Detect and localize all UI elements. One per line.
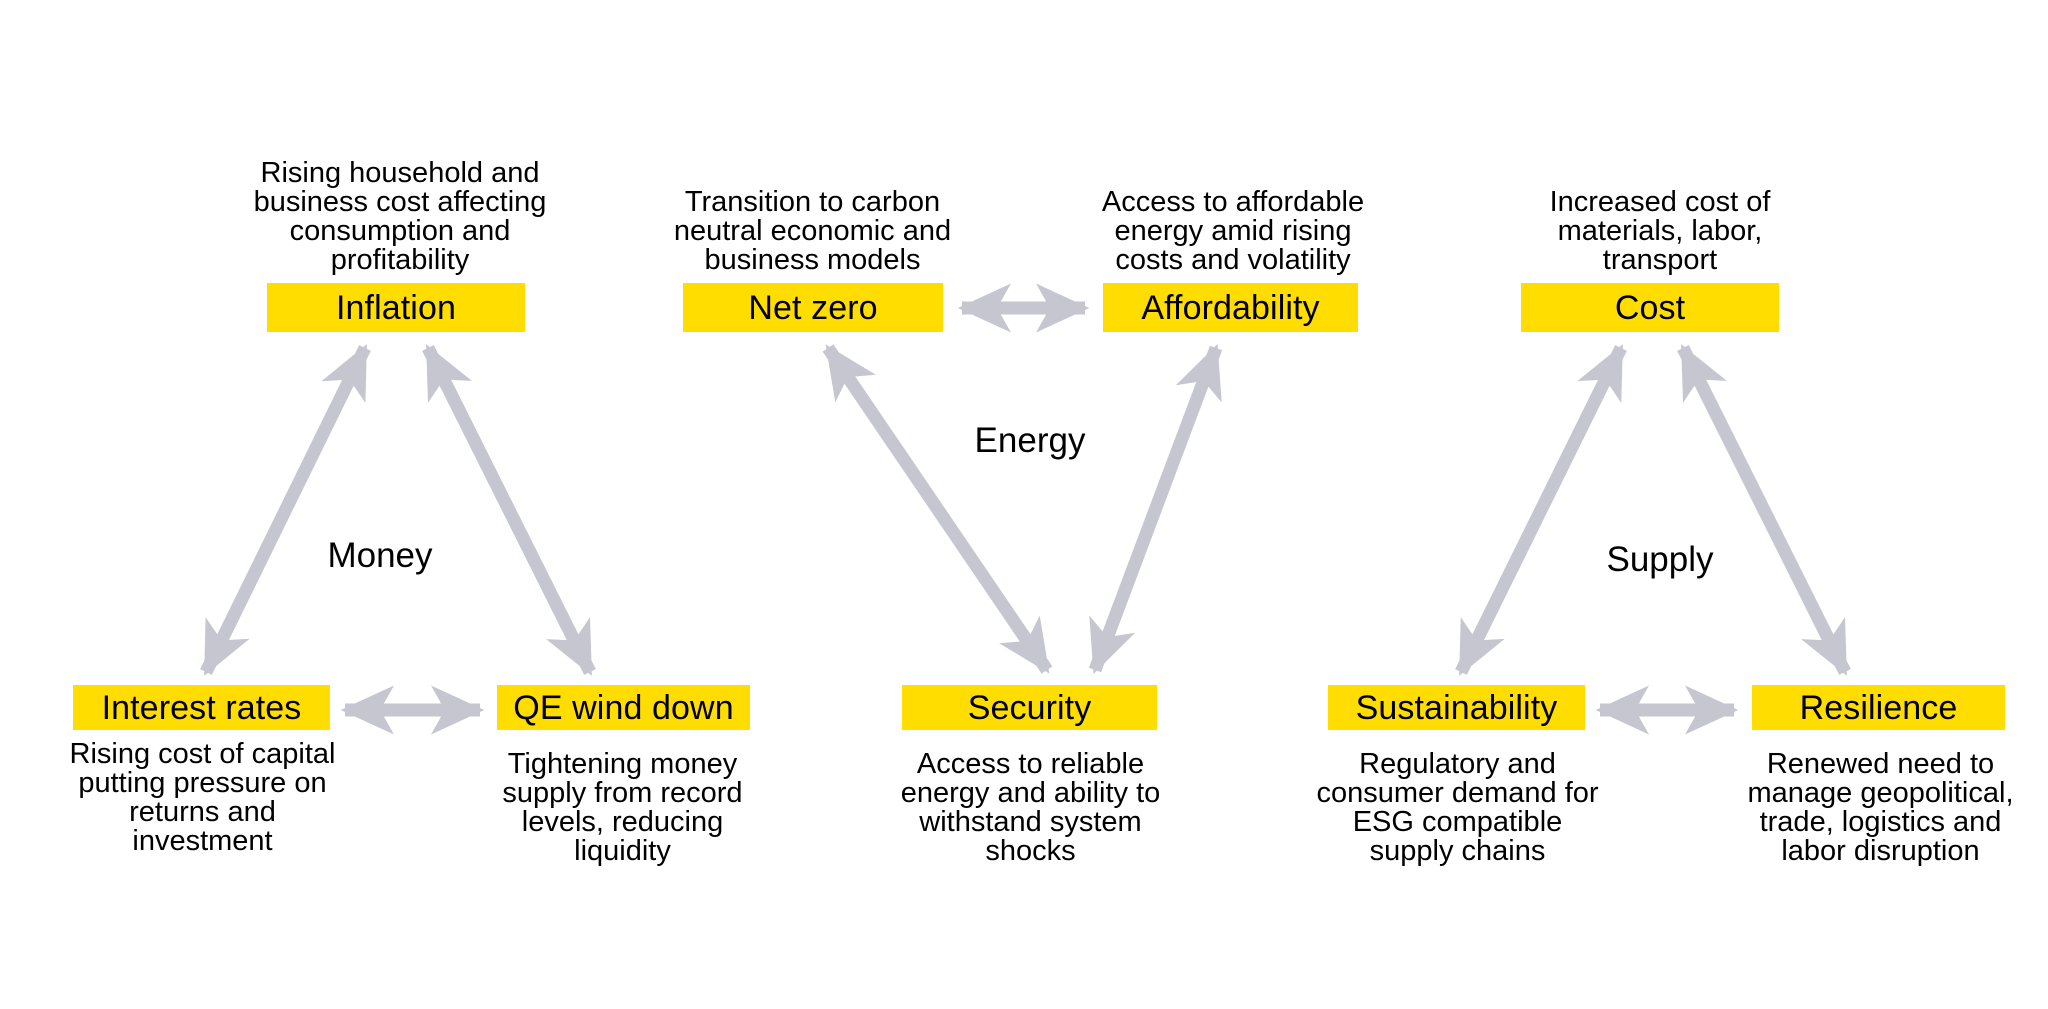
affordability-description: Access to affordable energy amid rising … xyxy=(1098,120,1368,275)
arrow-security-affordability xyxy=(1088,344,1223,674)
node-net-zero[interactable]: Net zero xyxy=(683,283,943,332)
sustainability-description: Regulatory and consumer demand for ESG c… xyxy=(1305,750,1610,910)
node-interest-rates[interactable]: Interest rates xyxy=(73,685,330,730)
resilience-description: Renewed need to manage geopolitical, tra… xyxy=(1738,750,2023,910)
node-cost[interactable]: Cost xyxy=(1521,283,1779,332)
desc-line: Increased cost of xyxy=(1549,186,1771,218)
desc-line: business models xyxy=(704,244,921,276)
desc-line: costs and volatility xyxy=(1115,244,1351,276)
desc-line: Rising cost of capital xyxy=(69,738,336,770)
arrow-interest-rates-inflation xyxy=(200,344,371,676)
desc-line: Access to affordable xyxy=(1101,186,1365,218)
group-label-supply: Supply xyxy=(1606,540,1714,579)
desc-line: putting pressure on xyxy=(78,767,327,799)
desc-line: Renewed need to xyxy=(1766,748,1995,780)
desc-line: business cost affecting xyxy=(253,186,547,218)
desc-line: supply from record xyxy=(502,777,743,809)
desc-line: Access to reliable xyxy=(916,748,1145,780)
desc-line: labor disruption xyxy=(1781,835,1980,867)
desc-line: Rising household and xyxy=(260,157,540,189)
desc-line: levels, reducing xyxy=(521,806,724,838)
desc-line: liquidity xyxy=(574,835,671,867)
node-qe-wind-down[interactable]: QE wind down xyxy=(497,685,750,730)
desc-line: neutral economic and xyxy=(673,215,952,247)
security-description: Access to reliable energy and ability to… xyxy=(878,750,1183,910)
desc-line: profitability xyxy=(330,244,470,276)
desc-line: ESG compatible xyxy=(1352,806,1563,838)
node-sustainability[interactable]: Sustainability xyxy=(1328,685,1585,730)
desc-line: Tightening money xyxy=(507,748,738,780)
desc-line: shocks xyxy=(985,835,1076,867)
arrow-security-net-zero xyxy=(822,344,1053,674)
desc-line: energy amid rising xyxy=(1114,215,1352,247)
desc-line: withstand system xyxy=(919,806,1142,838)
arrow-inflation-qe-wind-down xyxy=(422,344,596,676)
desc-line: Regulatory and xyxy=(1359,748,1556,780)
desc-line: transport xyxy=(1602,244,1718,276)
node-inflation[interactable]: Inflation xyxy=(267,283,525,332)
arrow-sustainability-cost xyxy=(1455,344,1627,676)
node-security[interactable]: Security xyxy=(902,685,1157,730)
net-zero-description: Transition to carbon neutral economic an… xyxy=(660,120,965,275)
desc-line: consumer demand for xyxy=(1316,777,1599,809)
desc-line: investment xyxy=(132,825,273,857)
inflation-description: Rising household and business cost affec… xyxy=(230,120,570,275)
node-resilience[interactable]: Resilience xyxy=(1752,685,2005,730)
interest-rates-description: Rising cost of capital putting pressure … xyxy=(40,740,365,900)
qe-wind-down-description: Tightening money supply from record leve… xyxy=(470,750,775,910)
desc-line: materials, labor, xyxy=(1557,215,1763,247)
desc-line: manage geopolitical, xyxy=(1747,777,2014,809)
arrow-cost-resilience xyxy=(1677,344,1851,676)
desc-line: returns and xyxy=(129,796,276,828)
group-label-energy: Energy xyxy=(974,421,1086,460)
desc-line: Transition to carbon xyxy=(684,186,941,218)
cost-description: Increased cost of materials, labor, tran… xyxy=(1540,120,1780,275)
node-affordability[interactable]: Affordability xyxy=(1103,283,1358,332)
group-label-money: Money xyxy=(327,536,433,575)
desc-line: supply chains xyxy=(1369,835,1546,867)
desc-line: energy and ability to xyxy=(900,777,1161,809)
desc-line: trade, logistics and xyxy=(1759,806,2002,838)
desc-line: consumption and xyxy=(289,215,511,247)
